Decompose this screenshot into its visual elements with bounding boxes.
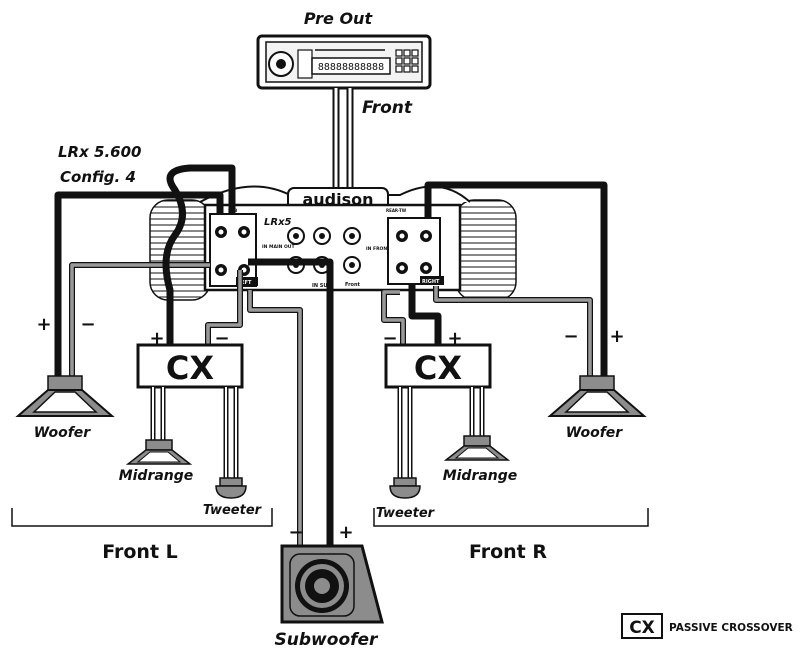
in-sub-label: IN SUB [312, 283, 331, 289]
midrange-left-speaker-icon [125, 439, 193, 465]
tweeter-left-label: Tweeter [203, 503, 263, 518]
woofer-right-minus: − [563, 326, 578, 347]
midrange-left-label: Midrange [119, 468, 194, 484]
woofer-right-speaker-icon [547, 375, 647, 417]
woofer-left-speaker-icon [15, 375, 115, 417]
legend-text: PASSIVE CROSSOVER [669, 622, 793, 634]
keypad-icon [395, 49, 419, 73]
amp-config-label: Config. 4 [60, 168, 136, 186]
front-label: Front [362, 98, 413, 118]
display-digits: 88888888888 [318, 62, 384, 73]
subwoofer-speaker-icon [280, 544, 384, 624]
woofer-left-minus: − [80, 314, 95, 335]
rear-tw-label: REAR-TW [386, 208, 407, 213]
crossover-left-label: CX [166, 349, 214, 387]
legend: CX PASSIVE CROSSOVER [621, 613, 793, 639]
head-unit-display [311, 57, 391, 75]
amp-front-label: Front [345, 282, 361, 288]
front-l-label: Front L [102, 541, 178, 563]
head-unit: Pre Out 88888888888 Front [256, 9, 432, 118]
crossover-outputs [150, 387, 485, 480]
tweeter-left-speaker-icon [215, 477, 247, 499]
crossover-right: CX [384, 343, 492, 389]
front-r-label: Front R [469, 541, 547, 563]
midrange-right-speaker-icon [443, 435, 511, 461]
pre-out-label: Pre Out [304, 9, 374, 28]
amp-logo: LRx5 [264, 217, 292, 228]
right-label: RIGHT [422, 279, 440, 285]
in-main-out-label: IN MAIN OUT [262, 244, 295, 250]
in-front-label: IN FRONT [366, 246, 391, 252]
tweeter-right-label: Tweeter [376, 506, 436, 521]
crossover-right-label: CX [414, 349, 462, 387]
woofer-right-plus: + [609, 326, 624, 347]
subwoofer-label: Subwoofer [275, 630, 380, 650]
sub-minus: − [288, 522, 303, 543]
sub-plus: + [338, 522, 353, 543]
crossover-left: CX [136, 343, 244, 389]
woofer-right-label: Woofer [566, 425, 623, 441]
front-right-bracket [373, 508, 649, 527]
woofer-left-label: Woofer [34, 425, 91, 441]
midrange-right-label: Midrange [443, 468, 518, 484]
woofer-left-plus: + [36, 314, 51, 335]
amplifier: audison LRx5 IN MAIN OUT IN FRONT IN SUB… [149, 185, 517, 301]
left-label: LEFT [238, 280, 252, 286]
front-left-bracket [11, 508, 273, 527]
speaker-wires [54, 164, 608, 545]
legend-symbol: CX [629, 618, 655, 638]
tweeter-right-speaker-icon [389, 477, 421, 499]
amp-model-label: LRx 5.600 [58, 143, 141, 161]
